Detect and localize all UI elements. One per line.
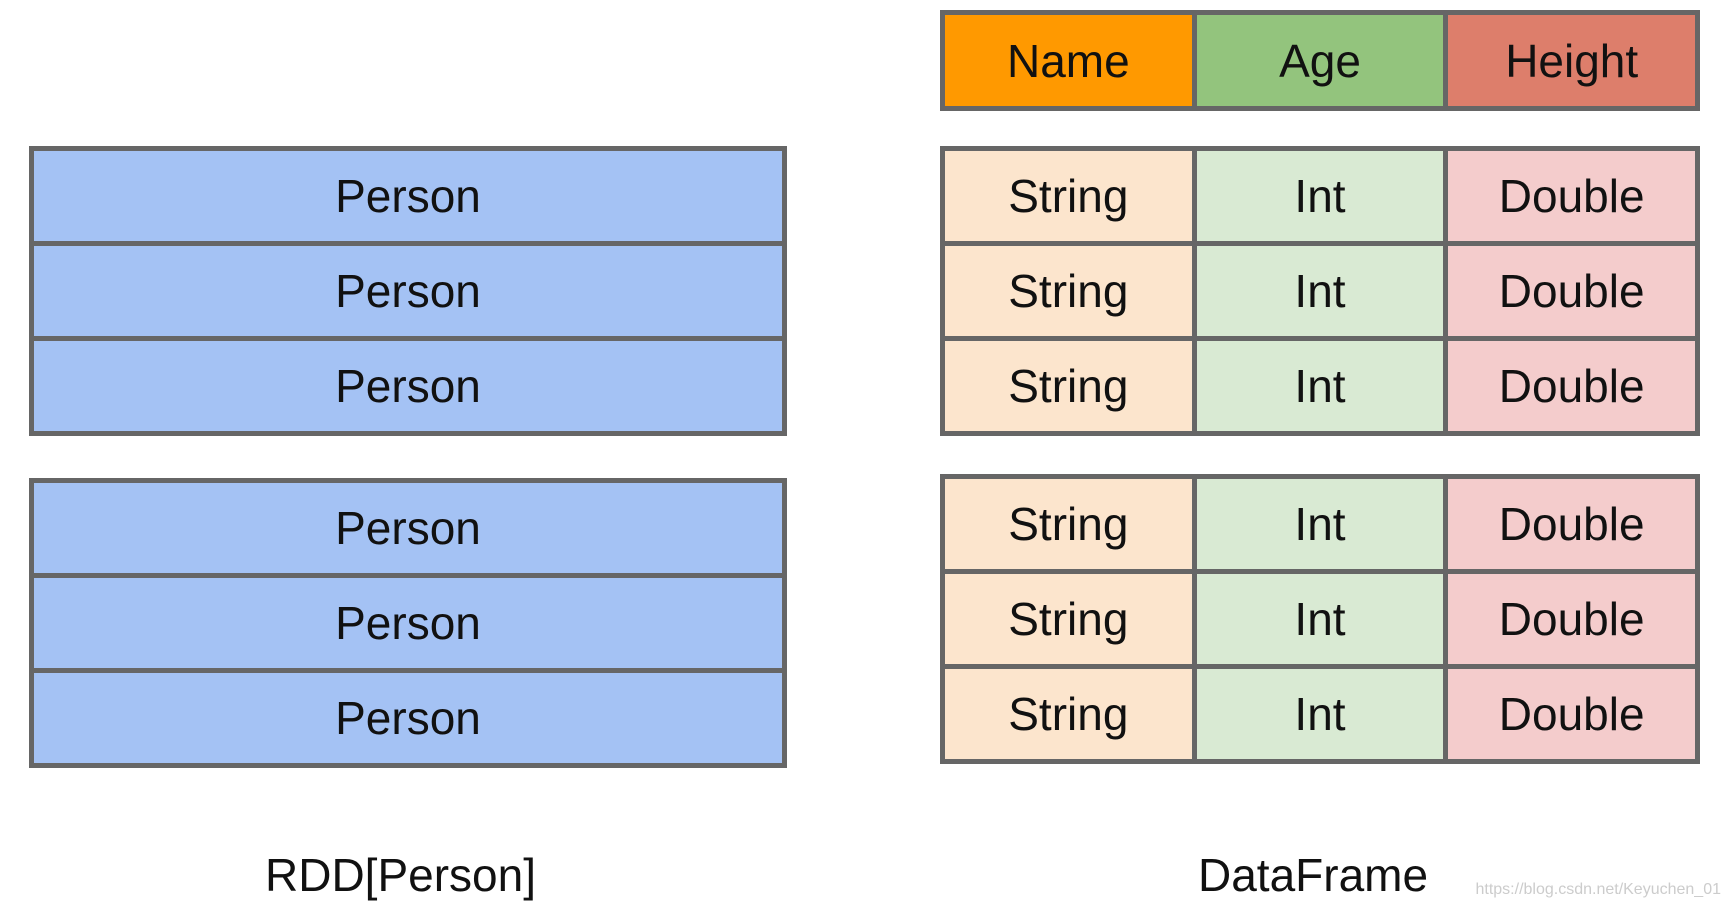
cell-double: Double	[1448, 341, 1696, 431]
cell-string: String	[945, 669, 1197, 759]
cell-double: Double	[1448, 669, 1696, 759]
cell-string: String	[945, 479, 1197, 569]
cell-int: Int	[1196, 246, 1449, 336]
cell-int: Int	[1196, 669, 1449, 759]
cell-double: Double	[1448, 574, 1696, 664]
rdd-partition-2: Person Person Person	[29, 478, 787, 768]
dataframe-row: String Int Double	[945, 341, 1696, 431]
dataframe-header: Name Age Height	[940, 10, 1700, 111]
rdd-partition-1: Person Person Person	[29, 146, 787, 436]
watermark: https://blog.csdn.net/Keyuchen_01	[1475, 881, 1721, 898]
cell-string: String	[945, 151, 1197, 241]
header-cell-age: Age	[1196, 15, 1449, 106]
cell-string: String	[945, 246, 1197, 336]
cell-string: String	[945, 574, 1197, 664]
cell-int: Int	[1196, 341, 1449, 431]
rdd-row: Person	[34, 578, 782, 673]
dataframe-partition-2: String Int Double String Int Double Stri…	[940, 474, 1700, 764]
dataframe-row: String Int Double	[945, 669, 1696, 759]
cell-int: Int	[1196, 574, 1449, 664]
rdd-row: Person	[34, 673, 782, 763]
rdd-row: Person	[34, 341, 782, 431]
cell-double: Double	[1448, 151, 1696, 241]
rdd-caption: RDD[Person]	[265, 849, 536, 901]
dataframe-partition-1: String Int Double String Int Double Stri…	[940, 146, 1700, 436]
cell-double: Double	[1448, 246, 1696, 336]
rdd-row: Person	[34, 483, 782, 578]
cell-string: String	[945, 341, 1197, 431]
cell-int: Int	[1196, 151, 1449, 241]
dataframe-row: String Int Double	[945, 574, 1696, 669]
header-cell-name: Name	[945, 15, 1197, 106]
header-cell-height: Height	[1448, 15, 1696, 106]
rdd-row: Person	[34, 246, 782, 341]
dataframe-row: String Int Double	[945, 151, 1696, 246]
dataframe-caption: DataFrame	[1198, 849, 1429, 901]
cell-int: Int	[1196, 479, 1449, 569]
cell-double: Double	[1448, 479, 1696, 569]
dataframe-row: String Int Double	[945, 479, 1696, 574]
dataframe-row: String Int Double	[945, 246, 1696, 341]
rdd-row: Person	[34, 151, 782, 246]
